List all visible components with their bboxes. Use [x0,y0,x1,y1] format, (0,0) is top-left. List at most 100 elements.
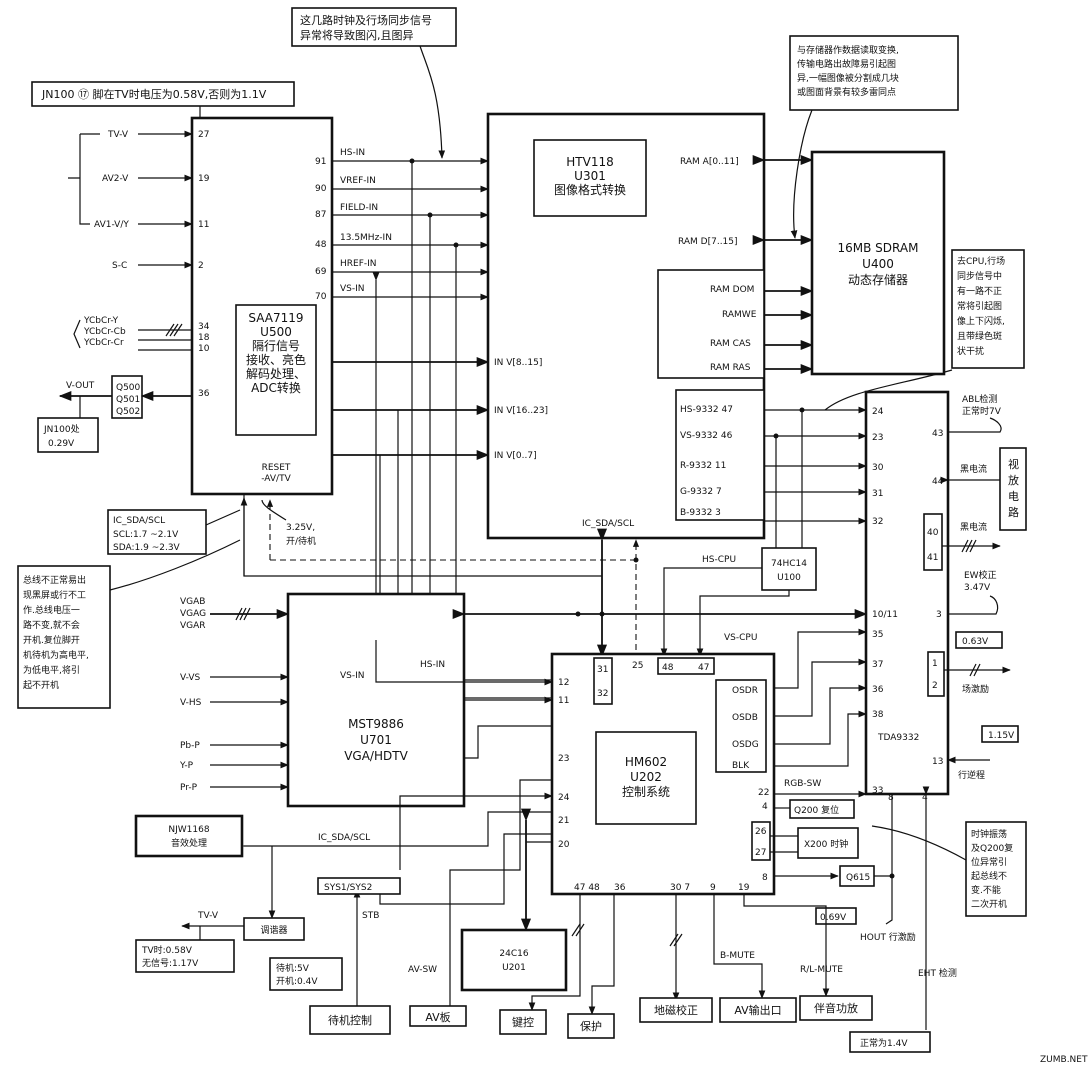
svg-text:这几路时钟及行场同步信号: 这几路时钟及行场同步信号 [300,13,432,27]
svg-text:STB: STB [362,911,379,921]
svg-text:35: 35 [872,630,883,640]
watermark: ZUMB.NET [1040,1055,1088,1065]
svg-text:AV1-V/Y: AV1-V/Y [94,220,129,230]
htv118-chip: HTV118 U301 图像格式转换 IN V[8..15] IN V[16..… [486,112,766,540]
svg-text:异,一幅图像被分割成几块: 异,一幅图像被分割成几块 [797,72,899,84]
njw1168-box: NJW1168 音效处理 [134,814,244,858]
svg-text:U701: U701 [360,733,392,747]
svg-text:接收、亮色: 接收、亮色 [246,352,306,367]
svg-text:现黑屏或行不工: 现黑屏或行不工 [23,589,86,601]
svg-text:47 48: 47 48 [574,883,600,893]
svg-text:G-9332 7: G-9332 7 [680,487,722,497]
svg-text:待机控制: 待机控制 [328,1013,372,1027]
saa-input-pins: TV-V 27 AV2-V 19 AV1-V/Y 11 S-C 2 YCbCr-… [68,130,210,354]
svg-text:19: 19 [738,883,750,893]
note-bus: 总线不正常易出 现黑屏或行不工 作.总线电压一 路不变,就不会 开机.复位脚开 … [17,565,111,709]
svg-text:74HC14: 74HC14 [771,559,807,569]
svg-text:RAMWE: RAMWE [722,310,757,320]
hc14-chip: 74HC14 U100 HS-CPU VS-CPU [660,547,817,657]
svg-text:EW校正: EW校正 [964,569,997,581]
svg-text:IN V[0..7]: IN V[0..7] [494,451,537,461]
svg-text:U500: U500 [260,325,292,339]
svg-text:传输电路出故障易引起图: 传输电路出故障易引起图 [797,58,896,70]
svg-text:21: 21 [558,816,569,826]
svg-text:90: 90 [315,184,327,194]
svg-text:0.63V: 0.63V [962,637,989,647]
svg-text:YCbCr-Cr: YCbCr-Cr [83,338,124,348]
svg-text:1: 1 [932,659,938,669]
svg-text:YCbCr-Y: YCbCr-Y [83,316,119,326]
svg-text:44: 44 [932,477,944,487]
svg-text:4: 4 [922,793,928,803]
svg-text:Q500: Q500 [116,383,141,393]
svg-text:HTV118: HTV118 [566,155,613,169]
svg-text:20: 20 [558,840,570,850]
svg-text:Y-P: Y-P [179,761,194,771]
svg-text:32: 32 [597,689,608,699]
video-amp-box [999,447,1027,531]
svg-text:JN100 ⑰ 脚在TV时电压为0.58V,否则为1.1V: JN100 ⑰ 脚在TV时电压为0.58V,否则为1.1V [41,87,267,101]
svg-text:VGAB: VGAB [180,597,205,607]
i2c-bus [240,494,868,658]
svg-text:S-C: S-C [112,261,127,271]
bottom-peripherals: B-MUTE R/L-MUTE 待机控制 AV板 键控 保护 地磁校正 AV输出… [309,894,873,1039]
svg-text:HS-IN: HS-IN [420,660,445,670]
svg-text:YCbCr-Cb: YCbCr-Cb [83,327,126,337]
svg-text:异常将导致图闪,且图异: 异常将导致图闪,且图异 [300,28,414,42]
svg-text:4: 4 [762,802,768,812]
svg-text:机待机为高电平,: 机待机为高电平, [23,649,89,661]
svg-text:8: 8 [762,873,768,883]
svg-text:32: 32 [872,517,883,527]
hm-tda-signals: RGB-SW [774,628,867,798]
svg-text:SDA:1.9 ~2.3V: SDA:1.9 ~2.3V [113,543,181,553]
svg-text:R-9332 11: R-9332 11 [680,461,726,471]
svg-text:且带绿色斑: 且带绿色斑 [957,330,1002,342]
htv-tda-signals [764,406,867,548]
svg-text:VS-IN: VS-IN [340,284,365,294]
svg-text:路不变,就不会: 路不变,就不会 [23,619,80,631]
svg-text:43: 43 [932,429,943,439]
svg-text:状干扰: 状干扰 [957,345,984,357]
svg-text:VS-9332 46: VS-9332 46 [680,431,733,441]
svg-text:3: 3 [936,610,942,620]
svg-text:黑电流: 黑电流 [960,521,987,533]
svg-text:0.29V: 0.29V [48,439,75,449]
svg-text:EHT 检测: EHT 检测 [918,967,957,979]
svg-text:路: 路 [1008,506,1019,519]
q500-transistors: Q500 Q501 Q502 36 V-OUT JN100处 0.29V [37,375,210,453]
svg-text:SCL:1.7 ~2.1V: SCL:1.7 ~2.1V [113,530,179,540]
svg-text:ABL检测: ABL检测 [962,393,997,405]
svg-text:33: 33 [872,786,883,796]
svg-text:Pr-P: Pr-P [180,783,198,793]
svg-text:作.总线电压一: 作.总线电压一 [23,604,80,616]
svg-text:38: 38 [872,710,884,720]
svg-text:视: 视 [1008,457,1019,471]
svg-text:30 7: 30 7 [670,883,690,893]
svg-text:40: 40 [927,528,939,538]
svg-text:Q501: Q501 [116,395,140,405]
svg-text:像上下闪烁,: 像上下闪烁, [957,315,1005,327]
tuner-box: 调谐器 TV-V TV时:0.58V 无信号:1.17V [135,911,305,973]
note-standby-voltage: 3.25V, 开/待机 [286,523,316,547]
svg-text:调谐器: 调谐器 [260,925,287,936]
svg-text:2: 2 [198,261,204,271]
svg-text:3.47V: 3.47V [964,583,991,593]
svg-text:FIELD-IN: FIELD-IN [340,203,378,213]
svg-text:场激励: 场激励 [962,683,989,695]
svg-text:9: 9 [710,883,716,893]
svg-text:VGAG: VGAG [180,609,206,619]
svg-text:Q615: Q615 [846,873,870,883]
svg-text:Pb-P: Pb-P [180,741,200,751]
svg-text:无信号:1.17V: 无信号:1.17V [142,957,199,969]
note-clock: 时钟振荡 及Q200复 位异常引 起总线不 变.不能 二次开机 [965,821,1027,917]
hm-right-parts: Q200 复位 X200 时钟 Q615 [770,799,892,887]
svg-text:VREF-IN: VREF-IN [340,176,376,186]
svg-text:Q502: Q502 [116,407,140,417]
svg-text:27: 27 [198,130,209,140]
mst9886-chip: MST9886 U701 VGA/HDTV VS-IN HS-IN [286,592,466,808]
svg-text:U301: U301 [574,169,606,183]
svg-text:为低电平,将引: 为低电平,将引 [23,664,80,676]
svg-text:RAM D[7..15]: RAM D[7..15] [678,237,738,247]
svg-text:IC_SDA/SCL: IC_SDA/SCL [113,516,165,526]
